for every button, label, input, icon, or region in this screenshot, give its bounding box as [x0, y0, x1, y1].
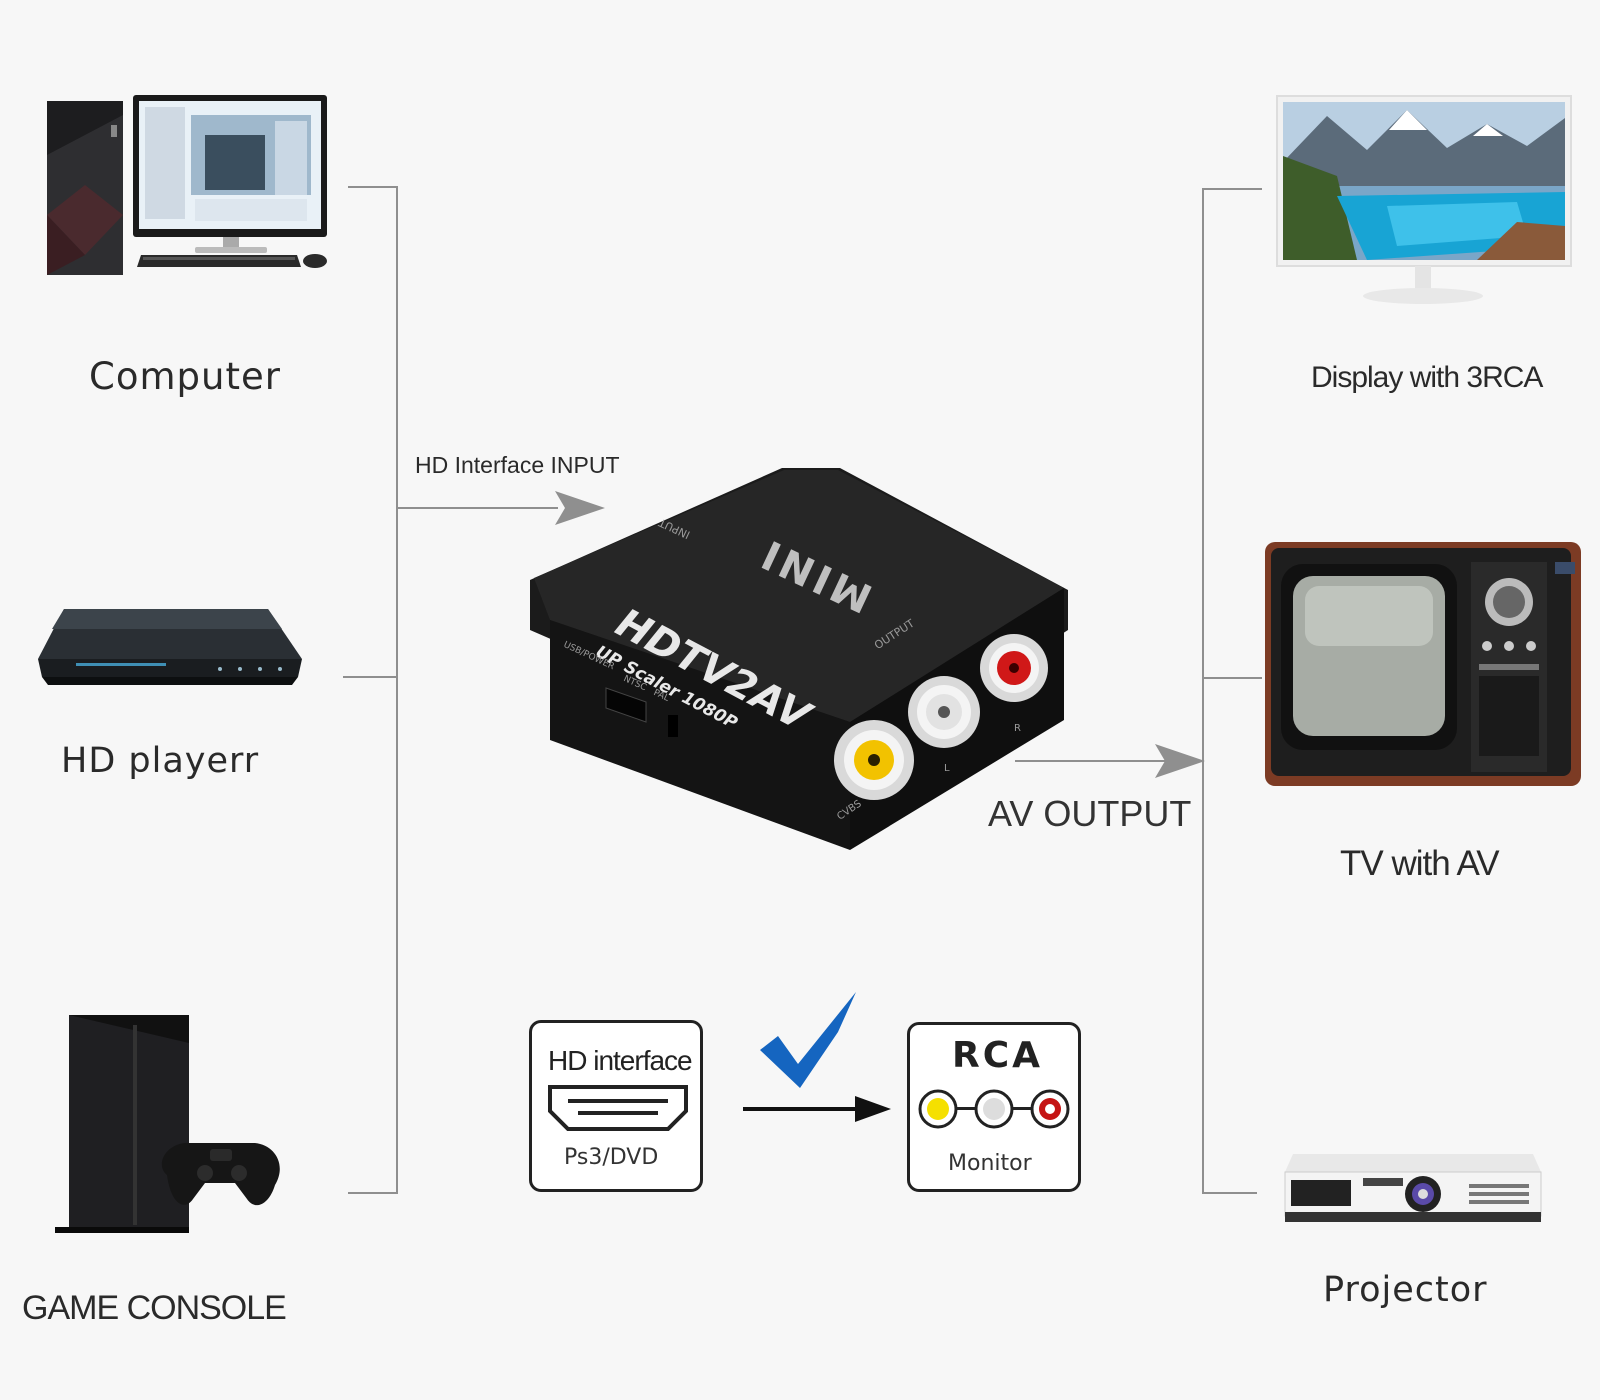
projector-icon: [1284, 1154, 1542, 1222]
hd-player-image: [36, 605, 304, 695]
source-connector-middle: [343, 676, 398, 678]
rca-jack-white: [908, 676, 980, 748]
game-console-image: [55, 1015, 295, 1235]
destination-connector-middle: [1202, 677, 1262, 679]
output-arrow-head: [1155, 744, 1205, 778]
rca-caption: Monitor: [948, 1151, 1032, 1176]
source-label-game-console: GAME CONSOLE: [22, 1289, 287, 1327]
computer-image: [45, 95, 345, 285]
rca-connectors-icon: [918, 1089, 1070, 1129]
input-arrow-label: HD Interface INPUT: [415, 452, 620, 478]
destination-label-tv: TV with AV: [1340, 844, 1500, 883]
hdtv2av-converter: MINI HDTV2AV UP Scaler 1080P INPUT OUTPU…: [520, 460, 1080, 880]
conversion-arrow: [743, 1096, 891, 1122]
destination-label-projector: Projector: [1323, 1270, 1488, 1310]
input-arrow-head: [555, 491, 605, 525]
rca-jack-yellow: [834, 720, 914, 800]
destination-connector-bottom: [1202, 1192, 1257, 1194]
retro-tv-icon: [1265, 542, 1581, 786]
rca-jack-red: [980, 634, 1048, 702]
destination-bracket-vertical: [1202, 188, 1204, 1194]
converter-device-illustration: [530, 468, 1068, 850]
output-arrow-shaft: [1015, 760, 1165, 762]
source-connector-top: [348, 186, 398, 188]
destination-connector-top: [1202, 188, 1262, 190]
hd-interface-caption: Ps3/DVD: [564, 1145, 659, 1170]
hdmi-port-icon: [548, 1085, 688, 1131]
hd-interface-title: HD interface: [548, 1045, 693, 1076]
rca-box: RCA Monitor: [907, 1022, 1081, 1192]
destination-label-display: Display with 3RCA: [1311, 361, 1543, 394]
source-bracket-vertical: [396, 186, 398, 1194]
game-console-icon: [55, 1015, 280, 1233]
bluray-player-icon: [38, 609, 302, 685]
display-image: [1276, 95, 1577, 316]
check-mark-icon: [760, 992, 856, 1088]
hd-interface-box: HD interface Ps3/DVD: [529, 1020, 703, 1192]
rca-title: RCA: [952, 1035, 1044, 1076]
source-label-hd-player: HD playerr: [61, 741, 260, 781]
tv-image: [1265, 542, 1585, 792]
source-label-computer: Computer: [89, 355, 281, 398]
device-r-label: R: [1014, 723, 1021, 734]
input-arrow-shaft: [398, 507, 558, 509]
display-icon: [1276, 95, 1572, 304]
computer-icon: [47, 95, 327, 275]
projector-image: [1283, 1150, 1545, 1230]
output-arrow-label: AV OUTPUT: [988, 793, 1192, 834]
source-connector-bottom: [348, 1192, 398, 1194]
device-l-label: L: [944, 763, 950, 774]
